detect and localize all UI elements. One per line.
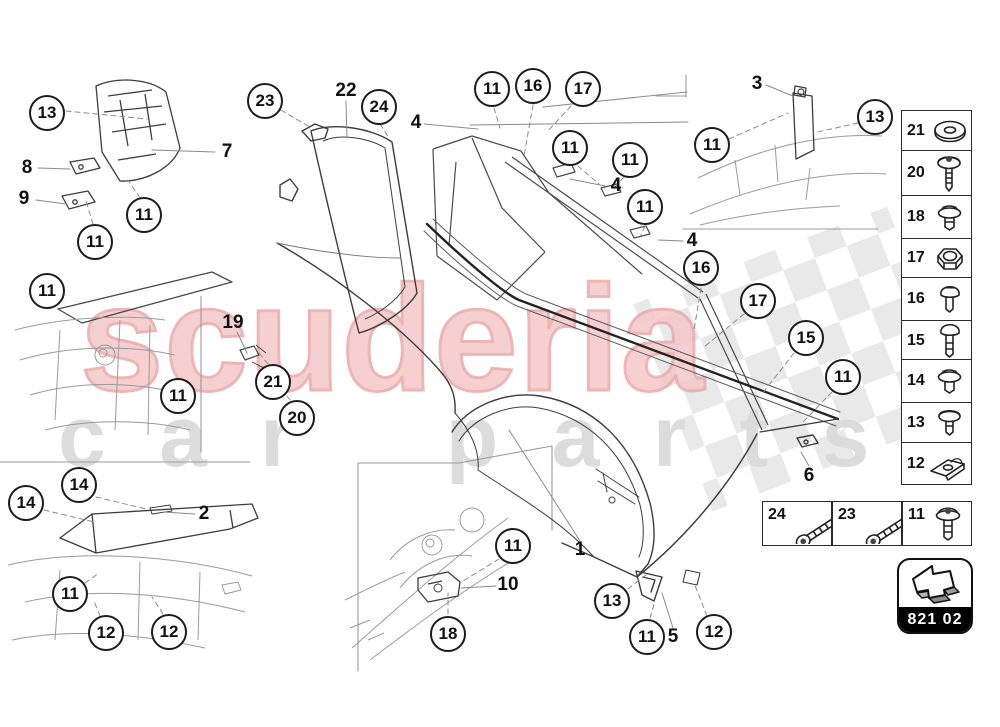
hardware-number: 24 bbox=[768, 506, 786, 523]
callout-11[interactable]: 11 bbox=[160, 378, 196, 414]
frame-structure bbox=[432, 135, 769, 431]
callout-21[interactable]: 21 bbox=[255, 364, 291, 400]
legend-number: 15 bbox=[907, 331, 925, 349]
upper-rail bbox=[423, 218, 841, 433]
hardware-number: 23 bbox=[838, 506, 856, 523]
callout-11[interactable]: 11 bbox=[126, 197, 162, 233]
callout-15[interactable]: 15 bbox=[788, 320, 824, 356]
callout-11[interactable]: 11 bbox=[552, 130, 588, 166]
screw-pan-long-icon bbox=[929, 151, 971, 195]
legend-row-12[interactable]: 12 bbox=[901, 442, 972, 486]
legend-number: 13 bbox=[907, 413, 925, 431]
hardware-number: 11 bbox=[908, 506, 925, 523]
callout-11[interactable]: 11 bbox=[474, 71, 510, 107]
nut-icon bbox=[929, 239, 971, 277]
callout-11[interactable]: 11 bbox=[627, 189, 663, 225]
inset-left-middle-drawing bbox=[14, 271, 267, 436]
callout-23[interactable]: 23 bbox=[247, 83, 283, 119]
screw-button-icon bbox=[925, 502, 971, 545]
part-code-label: 821 02 bbox=[899, 607, 971, 632]
screw-dome-icon bbox=[929, 280, 971, 318]
legend-row-18[interactable]: 18 bbox=[901, 194, 972, 240]
callout-11[interactable]: 11 bbox=[825, 359, 861, 395]
screw-flange-short-icon bbox=[929, 363, 971, 399]
callout-9: 9 bbox=[18, 188, 30, 209]
back-arrow-icon bbox=[899, 560, 971, 607]
legend-number: 14 bbox=[907, 372, 925, 390]
leader-lines-solid bbox=[35, 84, 810, 629]
callout-14[interactable]: 14 bbox=[8, 485, 44, 521]
leader-lines-dashed bbox=[43, 104, 859, 619]
hardware-box-23[interactable]: 23 bbox=[832, 501, 915, 546]
hardware-box-24[interactable]: 24 bbox=[762, 501, 845, 546]
callout-24[interactable]: 24 bbox=[361, 89, 397, 125]
callout-13[interactable]: 13 bbox=[594, 583, 630, 619]
callout-6: 6 bbox=[803, 465, 815, 486]
hardware-box-11[interactable]: 11 bbox=[902, 501, 972, 546]
callout-8: 8 bbox=[21, 157, 33, 178]
inset-borders bbox=[0, 74, 879, 672]
callout-11[interactable]: 11 bbox=[694, 127, 730, 163]
callout-17[interactable]: 17 bbox=[740, 283, 776, 319]
clip-nut-icon bbox=[925, 445, 971, 483]
screw-flange-icon bbox=[929, 198, 971, 236]
callout-20[interactable]: 20 bbox=[279, 400, 315, 436]
legend-row-21[interactable]: 21 bbox=[901, 110, 972, 152]
callout-10: 10 bbox=[497, 574, 519, 595]
legend-row-15[interactable]: 15 bbox=[901, 319, 972, 363]
bracket-assembly-part7 bbox=[61, 79, 181, 210]
legend-number: 18 bbox=[907, 208, 925, 226]
legend-row-20[interactable]: 20 bbox=[901, 150, 972, 197]
callout-11[interactable]: 11 bbox=[629, 619, 665, 655]
screw-dome-long-icon bbox=[929, 319, 971, 363]
callout-16[interactable]: 16 bbox=[683, 250, 719, 286]
callout-5: 5 bbox=[667, 626, 679, 647]
fender-part1 bbox=[276, 242, 819, 602]
callout-18[interactable]: 18 bbox=[430, 616, 466, 652]
washer-icon bbox=[929, 114, 971, 148]
callout-4: 4 bbox=[610, 175, 622, 196]
legend-row-14[interactable]: 14 bbox=[901, 359, 972, 404]
callout-22: 22 bbox=[335, 80, 357, 101]
callout-11[interactable]: 11 bbox=[77, 224, 113, 260]
callout-16[interactable]: 16 bbox=[515, 68, 551, 104]
callout-13[interactable]: 13 bbox=[857, 99, 893, 135]
callout-3: 3 bbox=[751, 73, 763, 94]
callout-12[interactable]: 12 bbox=[151, 614, 187, 650]
inset-top-right-drawing bbox=[689, 85, 887, 226]
callout-11[interactable]: 11 bbox=[495, 528, 531, 564]
callout-17[interactable]: 17 bbox=[565, 71, 601, 107]
callout-13[interactable]: 13 bbox=[29, 95, 65, 131]
catalog-nav-box[interactable]: 821 02 bbox=[897, 558, 973, 634]
callout-12[interactable]: 12 bbox=[88, 615, 124, 651]
fastener-legend: 21 20 18 17 16 15 14 13 12 bbox=[901, 110, 972, 486]
callout-2: 2 bbox=[198, 503, 210, 524]
legend-row-13[interactable]: 13 bbox=[901, 401, 972, 444]
callout-12[interactable]: 12 bbox=[696, 614, 732, 650]
callout-4: 4 bbox=[686, 230, 698, 251]
callout-14[interactable]: 14 bbox=[61, 467, 97, 503]
screw-pan-icon bbox=[929, 404, 971, 442]
legend-number: 16 bbox=[907, 290, 925, 308]
callout-1: 1 bbox=[574, 539, 586, 560]
callout-19: 19 bbox=[222, 312, 244, 333]
legend-number: 20 bbox=[907, 164, 925, 182]
legend-number: 21 bbox=[907, 122, 925, 139]
legend-row-17[interactable]: 17 bbox=[901, 238, 972, 279]
legend-number: 12 bbox=[907, 454, 925, 472]
inset-bottom-middle-drawing bbox=[344, 507, 526, 661]
callout-11[interactable]: 11 bbox=[29, 273, 65, 309]
callout-7: 7 bbox=[221, 141, 233, 162]
callout-11[interactable]: 11 bbox=[52, 576, 88, 612]
legend-row-16[interactable]: 16 bbox=[901, 276, 972, 322]
legend-number: 17 bbox=[907, 249, 925, 267]
callout-4: 4 bbox=[410, 112, 422, 133]
trim-blade-part22 bbox=[279, 123, 418, 334]
callout-11[interactable]: 11 bbox=[612, 142, 648, 178]
